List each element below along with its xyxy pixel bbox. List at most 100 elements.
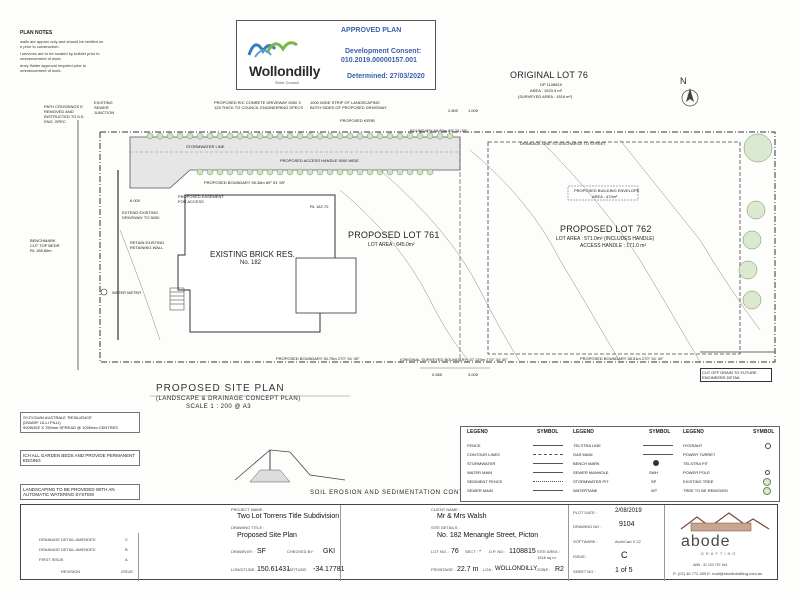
label-access-handle: PROPOSED ACCESS HANDLE 5000 WIDE (280, 158, 359, 163)
plan-note-line: ommencement of work. (20, 68, 62, 73)
legend-item: WATER MAIN (467, 470, 493, 475)
sect: - (479, 548, 482, 555)
envelope-area: AREA : 470m² (592, 194, 618, 199)
firm-subtitle: DRAFTING (701, 551, 738, 556)
legend-item: POWER TURRET (683, 452, 716, 457)
label-bottom-boundary-mid: (ORIGINAL SURVEYED BOUNDARY) 57.125m 270… (400, 357, 508, 362)
legend-item: FENCE (467, 443, 481, 448)
software: ArchiCad V 22 (615, 539, 641, 544)
original-lot-title: ORIGINAL LOT 76 (510, 70, 589, 80)
label-sewer-junction: EXISTING SEWER JUNCTION (94, 100, 115, 115)
legend-item: TELSTRA LINE (573, 443, 601, 448)
north-label: N (680, 76, 687, 86)
drawing-title: Proposed Site Plan (237, 532, 297, 539)
drawing-no: 9104 (619, 521, 635, 528)
label-drainage: DRAINAGE LINE TO DISCHARGE TO STREET (520, 141, 606, 146)
label-bottom-boundary-right: PROPOSED BOUNDARY 38.51m 270° 34' 40" (580, 356, 664, 361)
legend-item: TREE TO BE REMOVED (683, 488, 728, 493)
drawn-by-label: DRAWN BY : (231, 549, 255, 554)
legend-symbol-label: SMH (649, 470, 658, 475)
revision-desc: DRAINAGE DETAIL AMENDED (39, 547, 96, 552)
label-stormwater: STORMWATER LINE (186, 144, 225, 149)
legend-symbol-line (533, 472, 563, 473)
legend-symbol-line (533, 454, 563, 455)
house-label: EXISTING BRICK RES. (210, 250, 295, 259)
dp-number: 1108815 (509, 548, 536, 555)
label-path-crossings: PATH CROSSINGS E REMOVED AND INSTRUCTED … (44, 104, 85, 124)
plot-date-label: PLOT DATE : (573, 510, 598, 515)
plan-note-line: ommencement of work. (20, 56, 62, 61)
client-site-block: CLIENT NAME : Mr & Mrs Walsh SITE DETAIL… (341, 505, 569, 581)
legend-item: GAS MAIN (573, 452, 593, 457)
legend-symbol-heading: SYMBOL (649, 429, 671, 435)
original-lot-surveyed-area: (SURVEYED AREA : 1516 m²) (518, 94, 573, 99)
site-boundary (99, 131, 776, 363)
hydrant-icon (765, 443, 771, 449)
legend-heading: LEGEND (573, 429, 594, 435)
sheet-label: SHEET NO : (573, 569, 596, 574)
checked-by: GKI (323, 548, 336, 555)
issue-column-header: ISSUE (121, 569, 134, 574)
lot-number: 76 (451, 548, 459, 555)
legend-item: HYDRANT (683, 443, 703, 448)
legend-item: SEWER MAIN (467, 488, 493, 493)
drawing-title-label: DRAWING TITLE : (231, 525, 265, 530)
site-area: 1516 sq m (537, 555, 556, 560)
bench-mark-icon (653, 460, 659, 466)
label-retaining-wall: RETAIN EXISTING RETAINING WALL (130, 240, 165, 250)
legend-item: CONTOUR LINES (467, 452, 500, 457)
legend-symbol-line (643, 454, 673, 455)
revision-table: DRAINAGE DETAIL AMENDED C DRAINAGE DETAI… (21, 533, 139, 581)
revision-column-header: REVISION (61, 569, 81, 574)
lga-label: LGA : (483, 567, 494, 572)
site-plan-scale: SCALE 1 : 200 @ A3 (186, 404, 252, 410)
legend-symbol-line (533, 490, 563, 491)
firm-abn: ABN : 31 103 757 444 (693, 563, 728, 567)
project-label: PROJECT NAME : (231, 507, 265, 512)
revision-desc: FIRST ISSUE (39, 557, 64, 562)
site-plan-title: PROPOSED SITE PLAN (156, 383, 285, 394)
house-number: No. 182 (240, 260, 262, 266)
latitude: -34.17781 (313, 566, 345, 573)
stamp-approved: APPROVED PLAN (341, 27, 402, 34)
issue-label: ISSUE : (573, 554, 588, 559)
dp-label: D.P. NO : (489, 549, 506, 554)
label-boundary-top: BOUNDARY 66.89m 89° 51' 55" (410, 128, 468, 133)
latitude-label: LATITUDE: (287, 567, 308, 572)
house-sketch-icon (680, 512, 770, 532)
legend-symbol-line (533, 463, 563, 464)
approval-stamp: Wollondilly Shire Council APPROVED PLAN … (236, 20, 436, 90)
north-arrow-icon (681, 88, 699, 107)
existing-tree-icon (763, 478, 771, 486)
site-details-label: SITE DETAILS : (431, 525, 460, 530)
project-name: Two Lot Torrens Title Subdivision (237, 513, 340, 520)
firm-contact: P: (02) 46 772 459 E: mail@abodedrafting… (673, 571, 763, 576)
stamp-determined: Determined: 27/03/2020 (347, 73, 425, 80)
legend-heading: LEGEND (683, 429, 704, 435)
label-landscape-strip: 1000 WIDE STRIP OF LANDSCAPING BOTH SIDE… (310, 100, 387, 110)
erosion-control-diagram (234, 449, 346, 483)
syzygium-line: SYZYGIUM AUSTRALE 'RESILIENCE' (23, 415, 93, 420)
longitude: 150.61431 (257, 566, 291, 573)
existing-tree-icon (738, 133, 773, 310)
revision-issue: A (125, 557, 128, 562)
legend-item: SEWER MANHOLE (573, 470, 609, 475)
plan-notes-title: PLAN NOTES (20, 30, 53, 36)
legend-symbol-line (643, 445, 673, 446)
plan-note-line: walls are approx only and should be veri… (20, 39, 104, 44)
legend-item: TELSTRA PIT (683, 461, 709, 466)
legend-item: POWER POLE (683, 470, 710, 475)
label-extend-driveway: EXTEND EXISTING DRIVEWAY TO 5000 (122, 210, 160, 220)
site-plan-drawing (77, 88, 776, 397)
power-pole-icon (765, 470, 770, 475)
tree-removed-icon (763, 487, 771, 495)
zone: R2 (555, 566, 564, 573)
client-name: Mr & Mrs Walsh (437, 513, 487, 520)
water-meter-icon (100, 288, 108, 296)
checked-by-label: CHECKED BY : (287, 549, 316, 554)
revision-issue: B (125, 547, 128, 552)
sheet-number: 1 of 5 (615, 567, 633, 574)
stamp-consent-label: Development Consent: (345, 48, 422, 55)
plan-note-line: e prior to construction. (20, 44, 60, 49)
revision-issue: C (125, 537, 128, 542)
